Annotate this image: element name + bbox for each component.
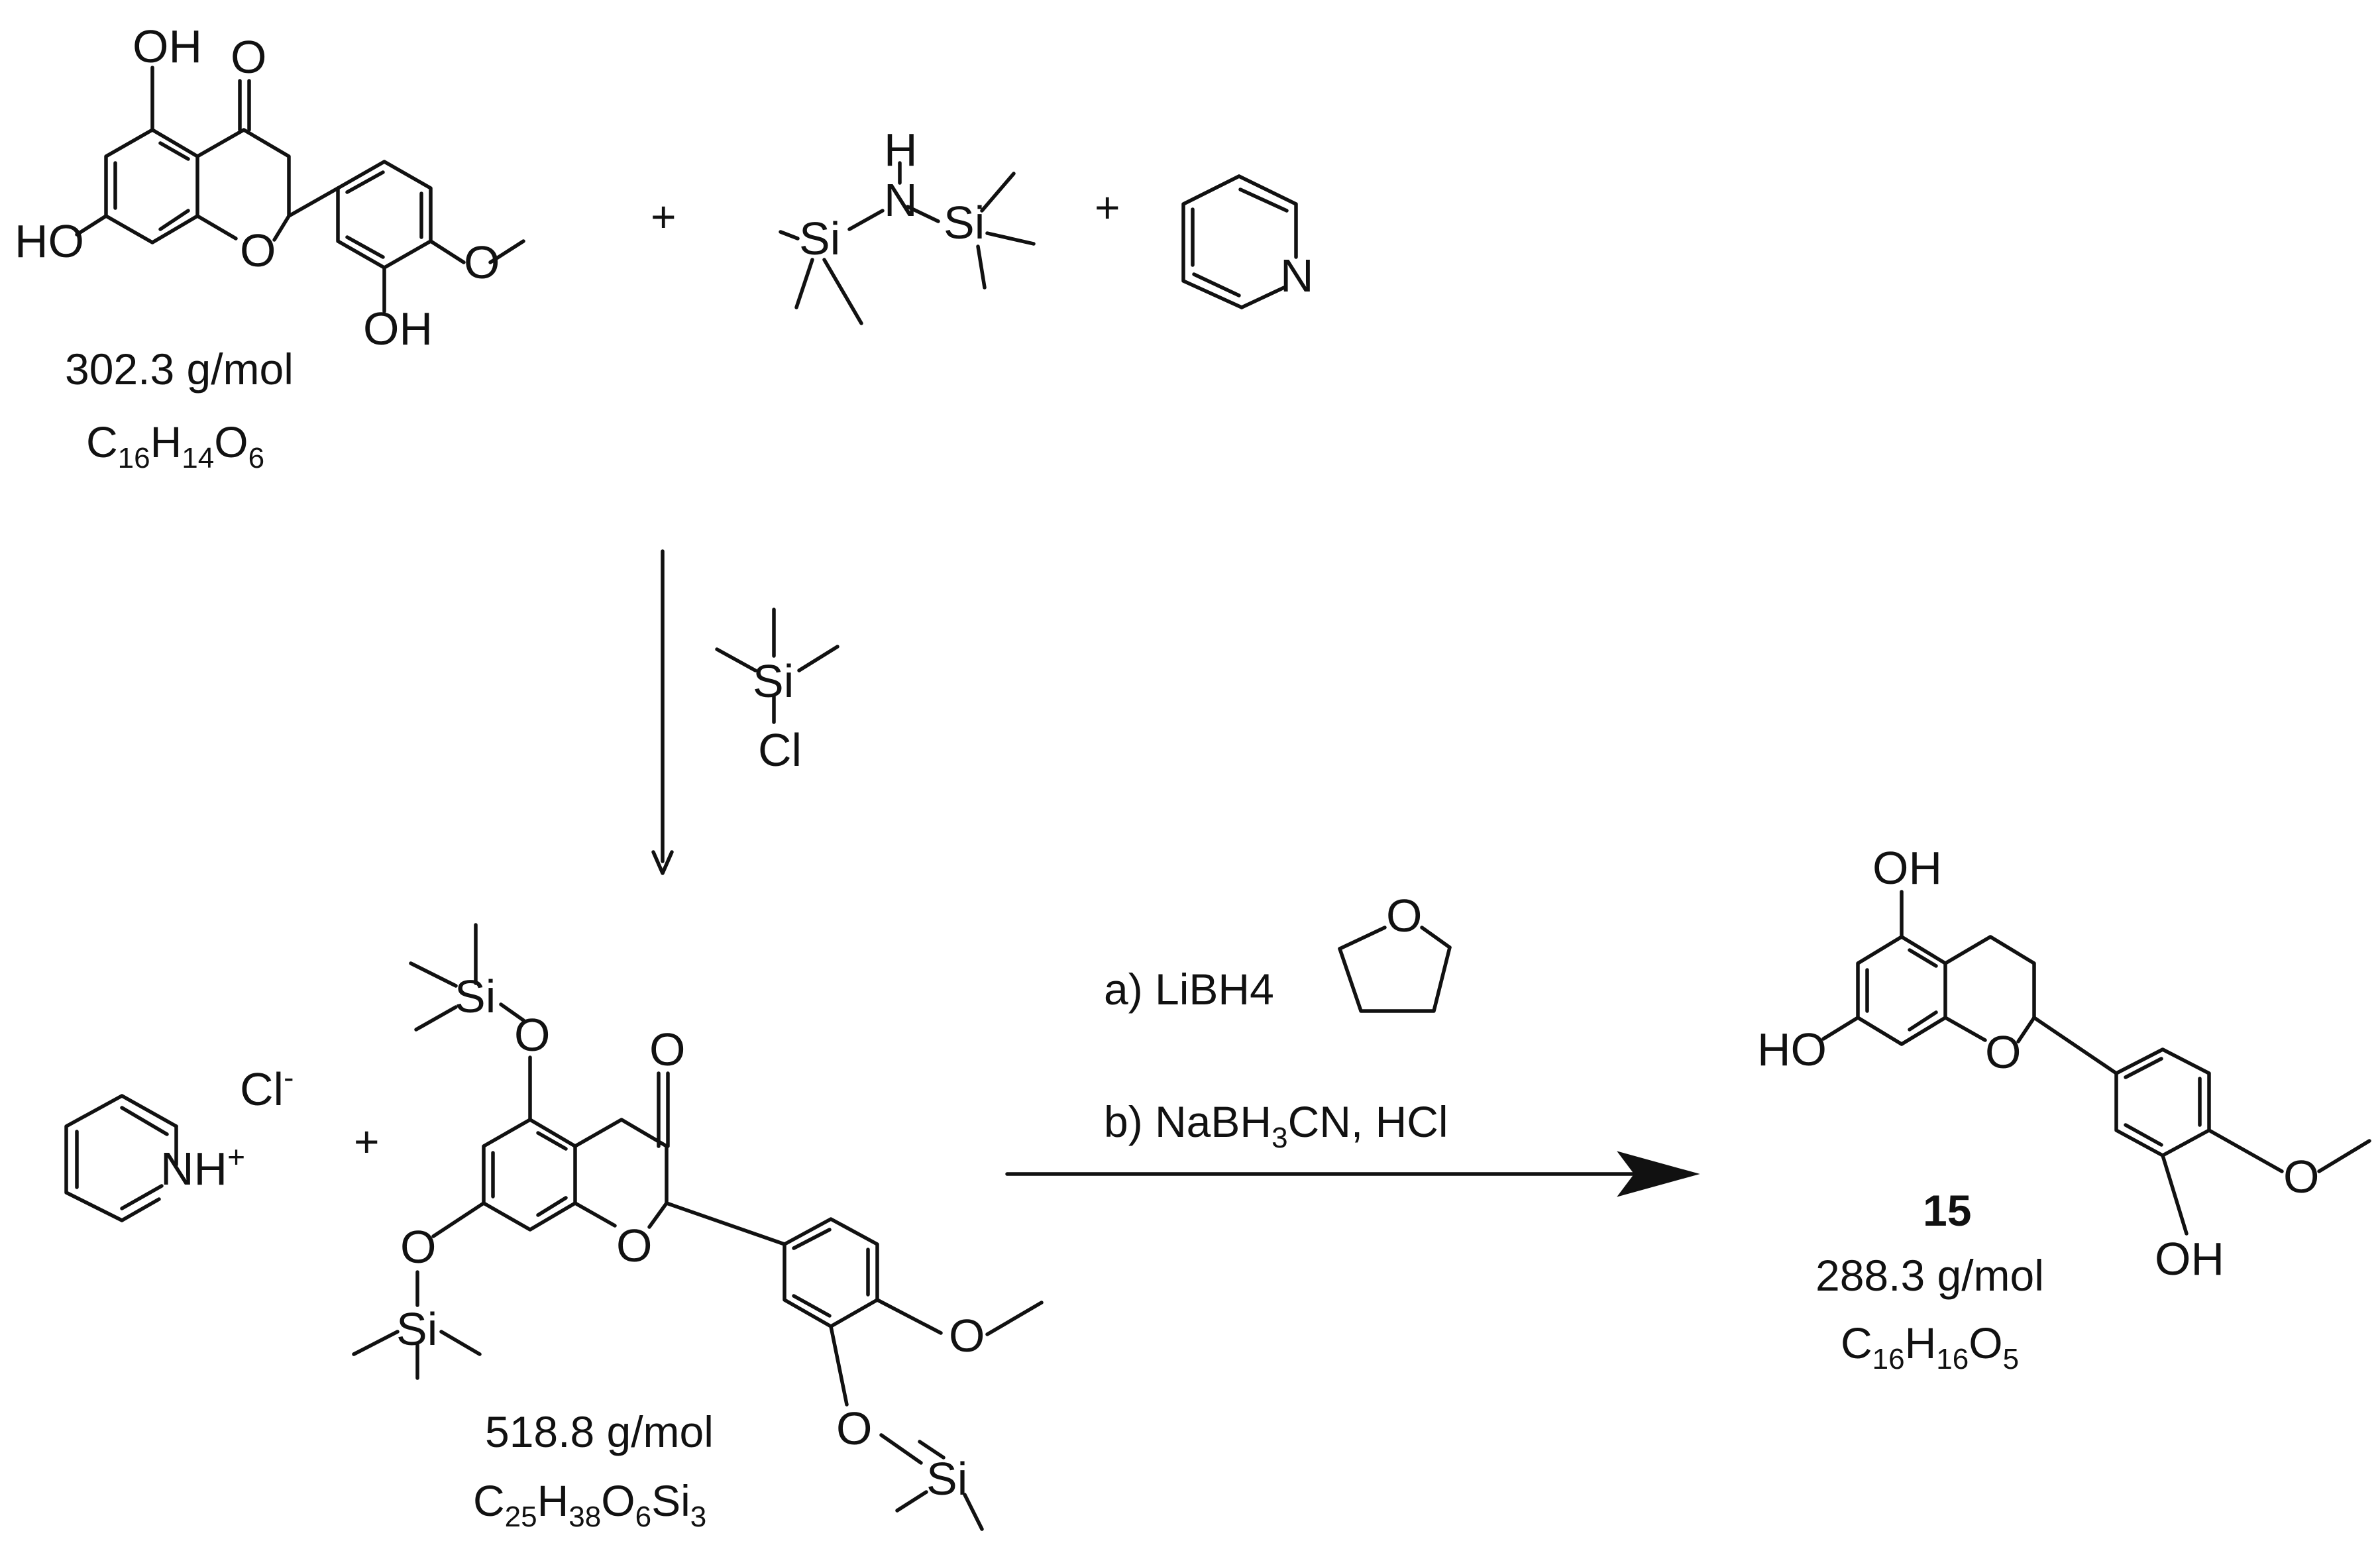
label-3prime-hydroxyl: OH: [363, 303, 433, 354]
silyl-ether-ring-oxygen: O: [616, 1220, 652, 1271]
silyl-ether-bonds: [352, 923, 1044, 1531]
chloride-ion: Cl-: [240, 1060, 294, 1115]
pyridinium-nitrogen: NH+: [160, 1140, 245, 1195]
hmds-bonds: [779, 161, 1036, 325]
label-carbonyl-oxygen: O: [231, 31, 266, 83]
silyl-ether-o5: O: [514, 1009, 550, 1061]
product-formula: C16H16O5: [1841, 1318, 2019, 1375]
label-7-hydroxyl: HO: [15, 215, 84, 267]
hmds-hydrogen: H: [884, 124, 918, 176]
pyridine-bonds: [1181, 174, 1298, 309]
product-15: OH HO O O OH 15 288.3 g/mol C16H16O5: [1757, 842, 2371, 1375]
label-methoxy-oxygen: O: [464, 237, 500, 288]
silyl-ether-carbonyl-oxygen: O: [649, 1024, 685, 1075]
reactant-pyridine: N: [1181, 174, 1314, 309]
step2-arrow: [1005, 1151, 1700, 1197]
plus-sign-3: +: [354, 1117, 380, 1166]
silyl-ether-o7: O: [400, 1221, 436, 1273]
flavanone-molar-mass: 302.3 g/mol: [65, 345, 294, 394]
label-ring-oxygen: O: [240, 225, 276, 276]
tmscl-chlorine: Cl: [758, 724, 802, 776]
step2-conditions: a) LiBH4 O b) NaBH3CN, HCl: [1005, 890, 1700, 1197]
pyridinium-bonds: [64, 1094, 178, 1222]
plus-sign-2: +: [1095, 183, 1120, 232]
reactant-hmds: H N Si Si: [779, 124, 1036, 325]
product-5-hydroxyl: OH: [1872, 842, 1942, 894]
thf-structure: O: [1338, 890, 1452, 1013]
silyl-ether-si3prime: Si: [926, 1453, 967, 1505]
hmds-silicon-2: Si: [944, 197, 985, 248]
product-bonds: [1821, 890, 2371, 1236]
silyl-ether-o3prime: O: [836, 1403, 872, 1454]
product-ring-oxygen: O: [1985, 1026, 2021, 1078]
reactant-flavanone: OH O HO O O OH 302.3 g/mol C16H14O6: [15, 21, 525, 474]
step1-arrow: [651, 549, 674, 875]
condition-b: b) NaBH3CN, HCl: [1104, 1097, 1448, 1154]
tmscl-silicon: Si: [753, 655, 794, 707]
silyl-ether-si7: Si: [396, 1303, 437, 1355]
plus-sign-1: +: [651, 192, 676, 241]
intermediate-silyl-ether: Si O O O Si O O O Si 518.8 g/mol C25H38O…: [352, 923, 1044, 1533]
thf-oxygen: O: [1386, 890, 1422, 941]
condition-a: a) LiBH4: [1104, 965, 1274, 1014]
silyl-ether-formula: C25H38O6Si3: [473, 1476, 706, 1533]
hmds-nitrogen: N: [884, 174, 918, 226]
product-7-hydroxyl: HO: [1757, 1024, 1827, 1075]
label-5-hydroxyl: OH: [133, 21, 202, 72]
silyl-ether-molar-mass: 518.8 g/mol: [485, 1407, 714, 1456]
product-3prime-hydroxyl: OH: [2155, 1233, 2224, 1285]
flavanone-formula: C16H14O6: [86, 417, 264, 474]
flavanone-bonds: [75, 66, 525, 313]
silyl-ether-si5: Si: [455, 971, 496, 1022]
product-compound-number: 15: [1923, 1186, 1971, 1235]
product-molar-mass: 288.3 g/mol: [1815, 1251, 2044, 1300]
pyridine-nitrogen: N: [1280, 250, 1314, 301]
pyridinium-chloride: NH+ Cl-: [64, 1060, 294, 1222]
reagent-tmscl: Si Cl: [715, 608, 839, 776]
product-methoxy-oxygen: O: [2283, 1151, 2319, 1202]
hmds-silicon-1: Si: [799, 213, 840, 264]
silyl-ether-methoxy-oxygen: O: [949, 1310, 985, 1361]
